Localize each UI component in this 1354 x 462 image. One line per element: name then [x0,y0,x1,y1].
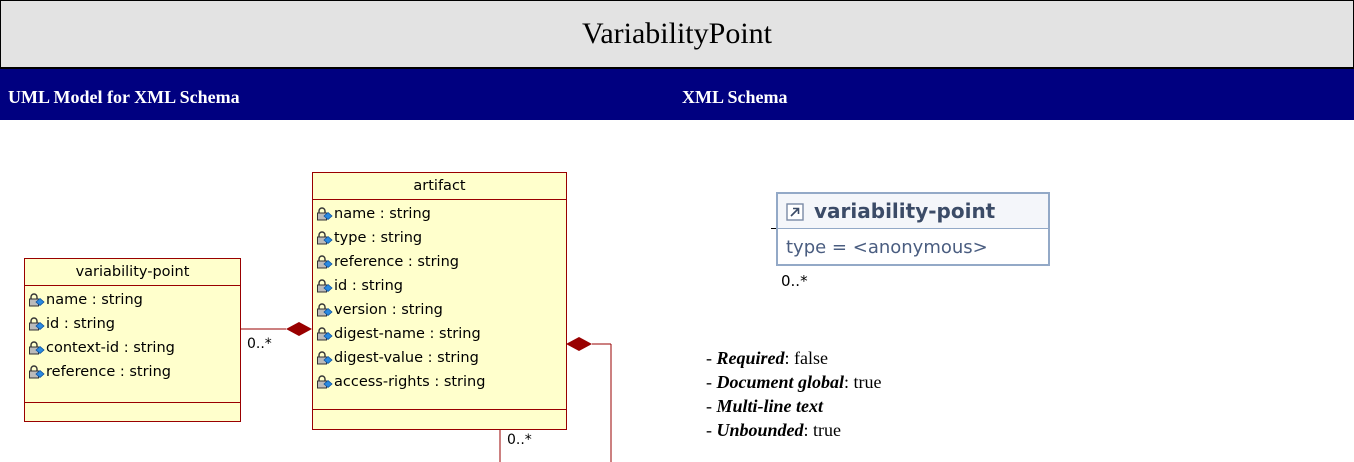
uml-operations-divider [313,409,566,410]
private-attribute-icon [315,302,333,318]
uml-class-name: artifact [313,173,566,200]
multiplicity-label-bottom: 0..* [507,432,532,448]
uml-attribute-list: name : string type : string reference : st… [313,200,566,398]
property-separator: : [844,372,854,392]
uml-class-artifact: artifact name : string type : string refer… [312,172,567,430]
property-key: Document global [716,372,845,392]
property-separator: : [803,420,814,440]
uml-attribute: type : string [315,226,566,250]
private-attribute-icon [27,316,45,332]
uml-attribute-list: name : string id : string context-id : str… [25,286,240,388]
composition-diamond-right [566,337,592,351]
uml-attribute: reference : string [315,250,566,274]
uml-attribute-text: reference : string [46,364,171,380]
xsd-element-header: variability-point [778,194,1048,229]
element-properties-list: - Required: false - Document global: true… [706,346,882,442]
xsd-attribute-row: type = <anonymous> [786,236,988,258]
section-header-bar: UML Model for XML Schema XML Schema [0,69,1354,120]
uml-attribute: id : string [315,274,566,298]
private-attribute-icon [315,254,333,270]
uml-class-name: variability-point [25,259,240,286]
private-attribute-icon [27,364,45,380]
property-value: true [813,420,842,440]
property-key: Required [716,348,785,368]
xsd-element-box[interactable]: variability-point type = <anonymous> [776,192,1050,266]
property-line: - Document global: true [706,372,882,392]
xsd-multiplicity-label: 0..* [781,272,808,290]
uml-attribute-text: type : string [334,230,423,246]
property-line: - Required: false [706,348,829,368]
uml-attribute-text: digest-name : string [334,326,481,342]
property-key: Multi-line text [716,396,824,416]
private-attribute-icon [315,374,333,390]
uml-class-variability-point: variability-point name : string id : stri… [24,258,241,422]
uml-attribute: reference : string [27,360,240,384]
uml-attribute: version : string [315,298,566,322]
private-attribute-icon [27,292,45,308]
composition-diamond-left [286,322,312,336]
xsd-connector-stub [771,228,776,229]
external-link-icon [786,202,804,221]
private-attribute-icon [315,230,333,246]
property-value: true [853,372,882,392]
private-attribute-icon [315,326,333,342]
xsd-element-name: variability-point [814,199,996,223]
uml-attribute: name : string [315,202,566,226]
property-line: - Unbounded: true [706,420,842,440]
uml-attribute-text: reference : string [334,254,459,270]
uml-attribute-text: id : string [46,316,115,332]
uml-attribute-text: version : string [334,302,443,318]
page-title-text: VariabilityPoint [582,17,772,50]
property-value: false [794,348,829,368]
property-line: - Multi-line text [706,396,824,416]
private-attribute-icon [315,350,333,366]
xml-schema-section-heading: XML Schema [682,87,788,107]
private-attribute-icon [315,206,333,222]
uml-attribute-text: digest-value : string [334,350,479,366]
uml-attribute: digest-name : string [315,322,566,346]
uml-attribute-text: context-id : string [46,340,175,356]
uml-section-heading: UML Model for XML Schema [8,87,240,107]
uml-attribute: context-id : string [27,336,240,360]
property-key: Unbounded [716,420,804,440]
private-attribute-icon [27,340,45,356]
multiplicity-label-left: 0..* [247,336,272,352]
property-separator: : [784,348,795,368]
uml-attribute: id : string [27,312,240,336]
uml-operations-divider [25,402,240,403]
uml-attribute-text: id : string [334,278,403,294]
page-title: VariabilityPoint [0,0,1354,69]
uml-attribute-text: access-rights : string [334,374,486,390]
uml-attribute-text: name : string [334,206,431,222]
private-attribute-icon [315,278,333,294]
uml-attribute-text: name : string [46,292,143,308]
uml-attribute: access-rights : string [315,370,566,394]
uml-attribute: digest-value : string [315,346,566,370]
uml-attribute: name : string [27,288,240,312]
